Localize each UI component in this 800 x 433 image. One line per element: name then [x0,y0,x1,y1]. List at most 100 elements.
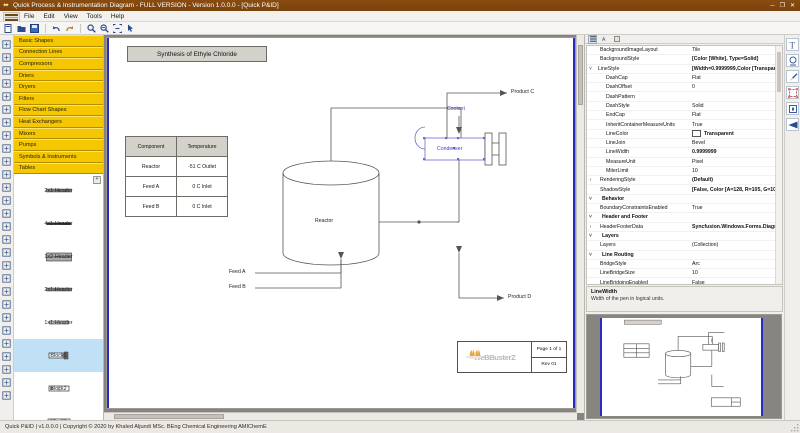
gradient-icon[interactable] [786,118,799,131]
palette-category-heat-exchangers[interactable]: Heat Exchangers [14,116,103,128]
palette-shape-item[interactable]: 2x1-Header [14,174,103,207]
polygon-icon[interactable] [1,143,12,154]
expander-icon[interactable]: › [589,223,592,230]
property-value[interactable]: Solid [692,102,704,109]
diagram-title[interactable]: Synthesis of Ethyle Chloride [127,46,267,62]
close-button[interactable]: ✕ [789,2,795,9]
diagram-canvas-area[interactable]: Synthesis of Ethyle Chloride Component T… [104,35,584,420]
expander-icon[interactable]: ˅ [589,214,592,221]
property-value[interactable]: Tile [692,47,701,54]
property-value[interactable]: False [692,279,705,285]
palette-shape-item[interactable]: 1x1-Header [14,306,103,339]
group-icon[interactable] [1,195,12,206]
palette-category-tables[interactable]: Tables [14,162,103,175]
fit-page-icon[interactable] [113,23,122,33]
palette-category-symbols-instruments[interactable]: Symbols & Instruments [14,150,103,163]
send-back-icon[interactable] [1,312,12,323]
measure-icon[interactable] [1,377,12,388]
property-row[interactable]: ˅LineStyle[Width=0.9999999,Color [Transp… [587,65,782,74]
save-icon[interactable] [30,23,39,33]
property-value[interactable]: Flat [692,112,701,119]
property-value[interactable]: Flat [692,75,701,82]
property-value[interactable]: [Color [White], Type=Solid] [692,56,759,63]
alphabetical-icon[interactable]: A [600,35,609,44]
label-reactor[interactable]: Reactor [315,218,334,224]
expander-icon[interactable]: ˅ [589,233,592,240]
property-value[interactable]: Bevel [692,140,705,147]
minimize-button[interactable]: ─ [770,2,775,9]
link-icon[interactable] [1,390,12,401]
canvas-vertical-scrollbar[interactable] [576,35,584,413]
canvas-horizontal-scrollbar[interactable] [104,412,577,420]
pointer-icon[interactable] [126,24,135,33]
property-grid-scroll-thumb[interactable] [777,52,781,92]
property-value[interactable]: 0 [692,84,695,91]
grid-icon[interactable] [1,351,12,362]
align-top-icon[interactable] [1,260,12,271]
table-row[interactable]: Reactor-51 C Outlet [125,156,228,177]
property-row[interactable]: BackgroundStyle[Color [White], Type=Soli… [587,55,782,65]
maximize-button[interactable]: ❐ [779,2,785,9]
property-value[interactable]: True [692,121,703,128]
pan-icon[interactable] [1,52,12,63]
palette-category-mixers[interactable]: Mixers [14,127,103,140]
text-tool-icon[interactable]: T [786,38,799,51]
palette-category-basic-shapes[interactable]: Basic Shapes [14,35,103,47]
menu-item-edit[interactable]: Edit [43,12,55,20]
redo-icon[interactable] [65,24,74,33]
brush-icon[interactable] [786,70,799,83]
menu-item-file[interactable]: File [24,12,35,20]
property-value[interactable]: (Default) [692,177,714,184]
bring-front-icon[interactable] [1,299,12,310]
palette-category-dryers[interactable]: Dryers [14,81,103,93]
property-pages-icon[interactable] [612,35,621,44]
palette-category-flow-chart-shapes[interactable]: Flow Chart Shapes [14,104,103,117]
diagram-preview-panel[interactable] [586,314,782,419]
property-category[interactable]: ˅Layers [587,231,782,242]
palette-shape-item[interactable]: Block1 [14,339,103,373]
rotate-icon[interactable] [1,325,12,336]
property-value[interactable]: 0.9999999 [692,149,717,156]
curve-icon[interactable] [1,156,12,167]
property-row[interactable]: ShadowStyle[False, Color [A=128, R=105, … [587,185,782,195]
palette-category-driers[interactable]: Driers [14,69,103,82]
palette-shape-item[interactable]: Block2 [14,372,103,405]
property-value[interactable]: [Width=0.9999999,Color [Transparent [692,65,782,72]
resize-grip-icon[interactable] [791,424,799,432]
expander-icon[interactable]: ˅ [589,65,592,72]
palette-shape-item[interactable]: 1x2-Header [14,240,103,273]
palette-category-connection-lines[interactable]: Connection Lines [14,46,103,59]
stamp-icon[interactable] [786,54,799,67]
expander-icon[interactable]: › [589,177,592,184]
open-icon[interactable] [17,24,26,33]
rectangle-icon[interactable] [1,117,12,128]
diagram-page[interactable]: Synthesis of Ethyle Chloride Component T… [106,37,576,409]
expander-icon[interactable]: ˅ [589,195,592,202]
property-category[interactable]: ˅Line Routing [587,250,782,260]
align-center-icon[interactable] [1,234,12,245]
ellipse-icon[interactable] [1,130,12,141]
menu-item-help[interactable]: Help [110,12,125,20]
palette-shape-item[interactable]: 2x1-Header [14,273,103,306]
property-value[interactable]: 10 [692,270,698,277]
property-value[interactable]: (Collection) [692,242,719,249]
new-icon[interactable] [4,23,13,33]
flip-icon[interactable] [1,338,12,349]
property-value[interactable]: Syncfusion.Windows.Forms.Diagram.H [692,223,782,230]
property-row[interactable]: Layers(Collection) [587,241,782,251]
palette-category-compressors[interactable]: Compressors [14,58,103,70]
property-grid-scrollbar[interactable] [775,46,782,284]
